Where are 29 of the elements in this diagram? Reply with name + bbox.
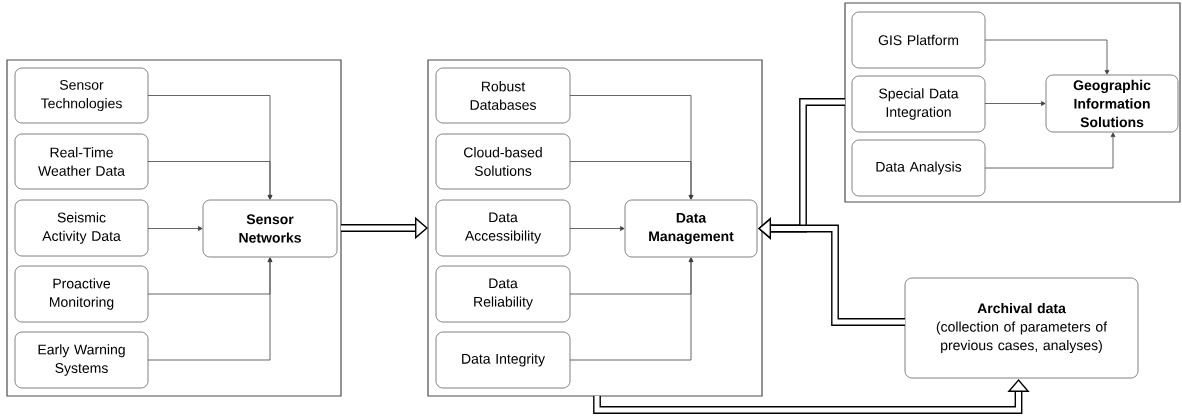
process-box: Data Accessibility	[435, 199, 571, 257]
hub-box: Geographic Information Solutions	[1045, 74, 1179, 133]
process-box: Real-Time Weather Data	[14, 133, 149, 190]
process-box: Data Analysis	[851, 139, 986, 197]
arrow	[569, 257, 694, 361]
arrow	[147, 161, 273, 200]
process-box: Sensor Technologies	[14, 67, 149, 124]
process-box: Early Warning Systems	[14, 331, 149, 389]
arrow	[147, 257, 273, 361]
group-frame	[6, 59, 342, 397]
arrow	[984, 39, 1110, 75]
arrow	[569, 226, 625, 231]
process-box: Special Data Integration	[851, 75, 986, 133]
arrow	[147, 226, 203, 231]
hub-box: Data Management	[624, 199, 758, 258]
process-box: Proactive Monitoring	[14, 265, 149, 323]
process-box: Data Integrity	[435, 331, 571, 389]
process-box: GIS Platform	[851, 11, 986, 69]
process-box: Cloud-based Solutions	[435, 133, 571, 190]
process-box: Data Reliability	[435, 265, 571, 323]
arrow	[569, 161, 694, 200]
hub-box: Archival data (collection of parameters of previous cases, analyses)	[904, 277, 1139, 379]
process-box: Robust Databases	[435, 67, 571, 124]
arrow	[984, 101, 1046, 106]
group-frame	[427, 59, 763, 397]
group-frame	[844, 2, 1181, 203]
hub-box: Sensor Networks	[202, 199, 338, 258]
process-box: Seismic Activity Data	[14, 199, 149, 257]
arrow	[984, 132, 1116, 169]
